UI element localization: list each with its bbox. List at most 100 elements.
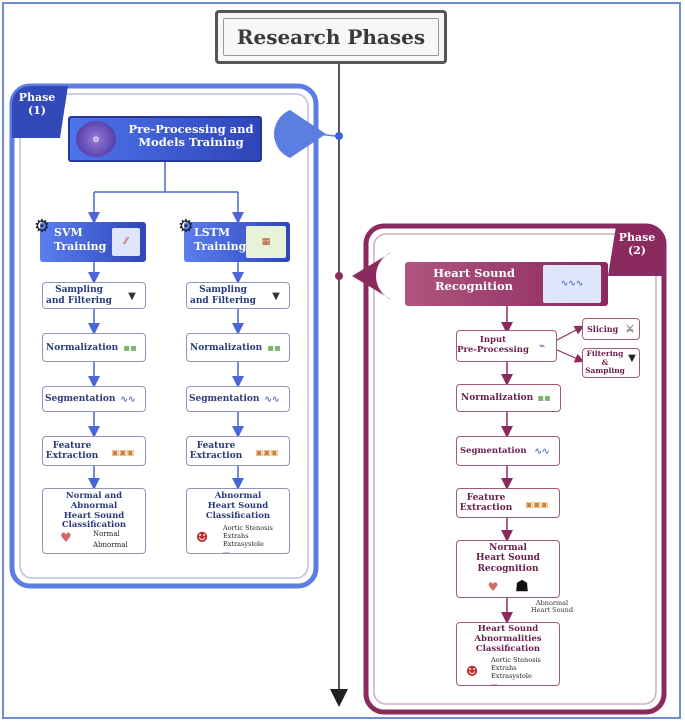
funnel-icon: ▼ bbox=[628, 352, 636, 364]
lstm-outcome-3: Extrasystole bbox=[223, 539, 264, 548]
svm-feature-box: Feature Extraction ▣▣▣ bbox=[42, 436, 146, 466]
lstm-result-box: Abnormal Heart Sound Classification ☻ Ao… bbox=[186, 488, 290, 555]
blocks-icon: ▪▪ bbox=[537, 392, 551, 404]
p2-filtering-box: Filtering & Sampling ▼ bbox=[582, 348, 640, 378]
svm-segmentation-box: Segmentation ∿∿ bbox=[42, 386, 146, 412]
lstm-outcome-1: Aortic Stenosis bbox=[223, 524, 273, 532]
phase2-header-line2: Recognition bbox=[434, 279, 514, 294]
lstm-sampling-line2: and Filtering bbox=[190, 295, 256, 306]
lstm-outcome-2: Extrahs bbox=[223, 531, 249, 540]
waveform-icon: ∿∿ bbox=[120, 395, 136, 405]
p2-class-line2: Abnormalities bbox=[474, 633, 542, 644]
p2-abnormal-label: Abnormal Heart Sound bbox=[520, 599, 584, 615]
svm-feature-line1: Feature bbox=[52, 440, 92, 451]
phase2-badge-line1: Phase bbox=[618, 231, 656, 244]
phase1-outer-frame bbox=[9, 83, 319, 589]
lstm-training-box: ⚙ LSTM Training ▦ bbox=[178, 216, 290, 262]
p2-normalization-label: Normalization bbox=[461, 393, 534, 403]
p2-filtering-line1: Filtering bbox=[586, 349, 624, 359]
svm-result-line3: Classification bbox=[61, 520, 127, 531]
phase2-badge-shape bbox=[608, 226, 664, 276]
svm-chart-icon: ⁄⁄ bbox=[112, 228, 140, 256]
p2-feature-box: Feature Extraction ▣▣▣ bbox=[456, 488, 560, 518]
waveform-grid-icon: ∿∿∿ bbox=[543, 265, 601, 303]
phase2-badge-line2: (2) bbox=[627, 243, 647, 257]
lstm-segmentation-box: Segmentation ∿∿ bbox=[186, 386, 290, 412]
p2-class-line3: Classification bbox=[475, 643, 541, 654]
lstm-feature-line1: Feature bbox=[196, 440, 236, 451]
phase1-connector bbox=[274, 110, 326, 158]
phase2-node bbox=[335, 272, 343, 280]
doctor-icon: ☻ bbox=[465, 664, 479, 680]
funnel-icon: ▼ bbox=[128, 290, 136, 302]
p2-outcome-3: Extrasystole bbox=[491, 671, 532, 680]
svm-title-line2: Training bbox=[54, 239, 107, 253]
svm-title-line1: SVM bbox=[54, 226, 83, 239]
p2-classification-box: Heart Sound Abnormalities Classification… bbox=[456, 622, 560, 688]
p2-abnormal-line1: Abnormal bbox=[535, 599, 569, 607]
gear-icon: ⚙ bbox=[33, 215, 51, 237]
blocks-icon: ▪▪ bbox=[267, 342, 281, 354]
page-title: Research Phases bbox=[236, 25, 426, 49]
lstm-network-icon: ▦ bbox=[246, 226, 286, 258]
lstm-sampling-box: Sampling and Filtering ▼ bbox=[186, 282, 290, 309]
blocks-icon: ▪▪ bbox=[123, 342, 137, 354]
checklist-icon: ▣▣▣ bbox=[255, 447, 279, 457]
checklist-icon: ▣▣▣ bbox=[525, 499, 549, 509]
p2-normal-recognition-box: Normal Heart Sound Recognition ♥ ☗ bbox=[456, 540, 560, 598]
phase1-badge-line1: Phase bbox=[18, 91, 56, 104]
lstm-result-line2: Heart Sound bbox=[207, 500, 269, 511]
phase1-badge: Phase (1) bbox=[14, 91, 60, 117]
brain-icon: ⚙ bbox=[76, 121, 116, 157]
svm-outcome-abnormal: Abnormal bbox=[93, 540, 128, 549]
p2-slicing-label: Slicing bbox=[587, 324, 619, 334]
phase2-header: Heart Sound Recognition ∿∿∿ bbox=[405, 262, 608, 306]
heart-organ-icon: ♥ bbox=[60, 530, 72, 546]
p2-feature-line1: Feature bbox=[466, 492, 506, 503]
lstm-feature-box: Feature Extraction ▣▣▣ bbox=[186, 436, 290, 466]
p2-feature-line2: Extraction bbox=[459, 503, 513, 513]
p2-outcome-4: ... bbox=[491, 679, 498, 688]
svm-sampling-line2: and Filtering bbox=[46, 295, 112, 306]
phase1-badge-shape bbox=[12, 86, 68, 138]
svm-training-box: ⚙ SVM Training ⁄⁄ bbox=[34, 216, 146, 262]
waveform-icon: ∿∿ bbox=[534, 447, 550, 457]
svm-sampling-box: Sampling and Filtering ▼ bbox=[42, 282, 146, 309]
lstm-sampling-line1: Sampling bbox=[199, 285, 247, 296]
svm-normalization-label: Normalization bbox=[46, 342, 119, 353]
phase1-header: ⚙ Pre-Processing and Models Training bbox=[68, 116, 262, 162]
title-box: Research Phases bbox=[215, 10, 447, 64]
athlete-icon: ☗ bbox=[515, 577, 529, 595]
lstm-result-line3: Classification bbox=[205, 510, 271, 521]
phase2-header-line1: Heart Sound bbox=[433, 266, 515, 280]
lstm-title-line2: Training bbox=[194, 239, 247, 253]
phase2-outer-frame bbox=[363, 223, 667, 715]
p2-abnormal-line2: Heart Sound bbox=[530, 606, 574, 615]
lstm-result-line1: Abnormal bbox=[214, 491, 262, 501]
knife-icon: ⚔ bbox=[625, 323, 635, 335]
svm-feature-line2: Extraction bbox=[45, 451, 99, 461]
lstm-normalization-label: Normalization bbox=[190, 342, 263, 353]
stethoscope-icon: ⌁ bbox=[538, 340, 546, 352]
p2-outcome-1: Aortic Stenosis bbox=[491, 656, 541, 664]
phase1-badge-line2: (1) bbox=[27, 103, 47, 117]
p2-class-line1: Heart Sound bbox=[477, 624, 539, 634]
p2-outcome-2: Extrahs bbox=[491, 663, 517, 672]
phase1-node bbox=[335, 132, 343, 140]
p2-filtering-line2: & Sampling bbox=[585, 357, 625, 376]
svm-normalization-box: Normalization ▪▪ bbox=[42, 333, 146, 362]
phase1-header-line1: Pre-Processing and bbox=[128, 122, 254, 136]
p2-input-line1: Input bbox=[479, 335, 507, 346]
checklist-icon: ▣▣▣ bbox=[111, 447, 135, 457]
funnel-icon: ▼ bbox=[272, 290, 280, 302]
lstm-segmentation-label: Segmentation bbox=[189, 394, 260, 404]
svm-result-box: Normal and Abnormal Heart Sound Classifi… bbox=[42, 488, 146, 554]
lstm-title-line1: LSTM bbox=[194, 226, 231, 239]
doctor-icon: ☻ bbox=[195, 530, 209, 546]
p2-normal-line1: Normal bbox=[489, 543, 527, 553]
p2-input-line2: Pre-Processing bbox=[457, 345, 529, 355]
svm-sampling-line1: Sampling bbox=[55, 285, 103, 296]
svm-result-line2: Heart Sound bbox=[63, 510, 125, 521]
